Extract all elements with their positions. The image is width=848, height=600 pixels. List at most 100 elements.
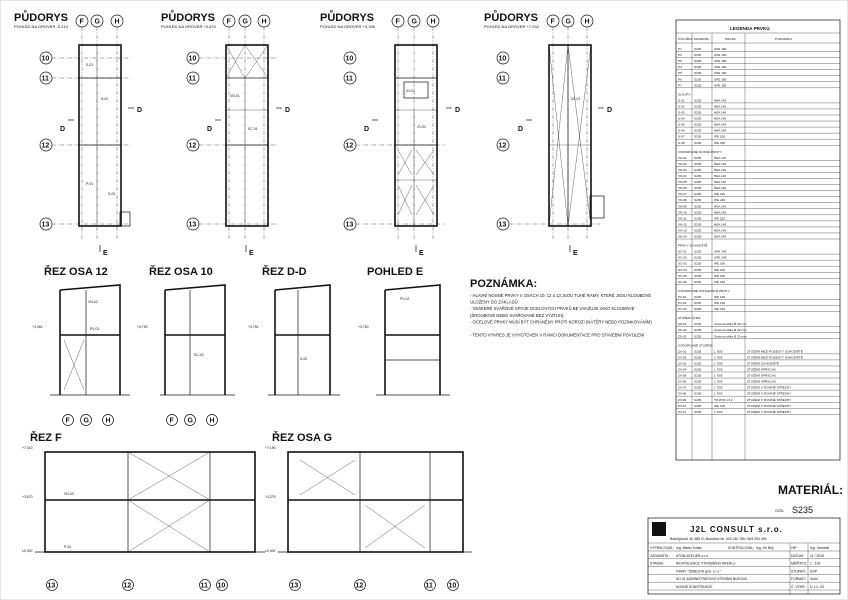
label-vn01: VN-01 <box>230 94 240 98</box>
company-address: Brandýsová 36, 685 01 Bučovice tel. 603 … <box>670 537 767 541</box>
section-mark-d: D <box>364 126 369 133</box>
legend-profile: HEA 140 <box>714 123 726 127</box>
title-block-value: 1 : 100 <box>810 562 820 566</box>
legend-item: P7 <box>678 83 682 87</box>
note-line: (ŠROUBOVÉ NEBO SVAŘOVANÉ BEZ VÝZTUH). <box>470 313 565 318</box>
company-name: J2L CONSULT s.r.o. <box>690 525 783 534</box>
legend-material: S235 <box>694 174 702 178</box>
legend-profile: HEA 140 <box>714 104 726 108</box>
legend-item: ZS-02 <box>678 328 687 332</box>
legend-item: S-02 <box>678 104 685 108</box>
section-f: +7,310 +3,670 ±0,000 VN-03 P-02 13 12 11… <box>22 446 265 591</box>
section-mark-e: E <box>573 250 578 257</box>
axis-13: 13 <box>48 583 56 590</box>
legend-material: S235 <box>694 398 702 402</box>
axis-g: G <box>243 19 249 26</box>
legend-material: S235 <box>694 307 702 311</box>
legend-item: ZV-05 <box>678 374 687 378</box>
legend-item: VN-09 <box>678 204 687 208</box>
legend-item: P3 <box>678 59 682 63</box>
plan-1: F G H 10 11 12 13 D D E S-01 S-02 P-01 S… <box>39 14 142 257</box>
legend-profile: UPE 180 <box>714 47 727 51</box>
legend-note: ZTUŽENÍ V ROVINĚ STŘECHY <box>747 397 791 402</box>
title-block-label: STUPEŇ: <box>791 569 806 573</box>
legend-profile: L 70/5 <box>714 410 723 414</box>
legend-profile: HEA 140 <box>714 168 726 172</box>
section-title-osa-10: ŘEZ OSA 10 <box>149 265 213 278</box>
legend-group-heading: VODOROVNÉ ZTUŽENÍ: <box>678 342 713 347</box>
notes-heading: POZNÁMKA: <box>470 277 537 290</box>
legend-profile: HEA 140 <box>714 162 726 166</box>
legend-material: S235 <box>694 386 702 390</box>
legend-item: SC-06 <box>678 280 687 284</box>
legend-item: S-05 <box>678 123 685 127</box>
axis-f: F <box>66 418 71 425</box>
axis-11: 11 <box>426 583 434 590</box>
label-zv02: ZV-02 <box>417 125 426 129</box>
legend-note: ZTUŽENÍ SCHODIŠTĚ <box>747 360 779 365</box>
legend-item: VN-07 <box>678 192 687 196</box>
legend-note: ZTUŽENÍ SPRSCHU <box>747 373 776 378</box>
legend-profile: UPE 180 <box>714 77 727 81</box>
legend-material: S235 <box>694 250 702 254</box>
legend-note: ZTUŽENÍ SPRSCHU <box>747 367 776 372</box>
legend-item: ZV-01 <box>678 349 687 353</box>
plan-2-subtitle: POHLED NA GROVER +3,670 <box>161 24 217 29</box>
axis-12: 12 <box>346 143 354 150</box>
legend-material: S235 <box>694 392 702 396</box>
legend-profile: HEA 140 <box>714 204 726 208</box>
axis-12: 12 <box>356 583 364 590</box>
legend-material: S235 <box>694 162 702 166</box>
legend-material: S235 <box>694 65 702 69</box>
axis-11: 11 <box>189 76 197 83</box>
legend-note: ZTUŽENÍ SPRSCHU <box>747 379 776 384</box>
title-block-label: STAVBA: <box>650 562 664 566</box>
axis-13: 13 <box>291 583 299 590</box>
title-block-label: MĚŘÍTKO: <box>791 561 807 566</box>
title-block-label: DATUM: <box>791 554 804 558</box>
axis-12: 12 <box>189 143 197 150</box>
legend-material: S235 <box>694 368 702 372</box>
axis-12: 12 <box>124 583 132 590</box>
legend-material: S235 <box>694 117 702 121</box>
title-block-value: REVITALIZACE VÝROBNÍHO AREÁLU <box>676 562 736 566</box>
section-mark-d: D <box>518 126 523 133</box>
legend-profile: IPE 160 <box>714 262 725 266</box>
title-block-value: NOSNÉ KONSTRUKCE <box>676 584 713 589</box>
legend-profile: UPE 180 <box>714 71 727 75</box>
title-block-value: Ing. Martin Kolka <box>676 546 702 550</box>
section-title-osa-g: ŘEZ OSA G <box>272 431 332 444</box>
section-mark-d: D <box>285 107 290 114</box>
axis-10: 10 <box>499 56 507 63</box>
legend-profile: L 70/5 <box>714 355 723 359</box>
legend-profile: HEA 140 <box>714 174 726 178</box>
axis-11: 11 <box>42 76 50 83</box>
legend-item: PV-01 <box>678 295 687 299</box>
legend-material: S235 <box>694 349 702 353</box>
legend-material: S235 <box>694 180 702 184</box>
label-vn03: VN-03 <box>64 492 74 496</box>
legend-item: VN-14 <box>678 235 687 239</box>
plan-3: F G H 10 11 12 13 D D E ZV-01 ZV-02 <box>343 14 460 257</box>
legend-profile: IPE 220 <box>714 216 725 220</box>
label-pv02: PV-02 <box>400 297 409 301</box>
section-title-f: ŘEZ F <box>30 431 62 444</box>
legend-material: S235 <box>694 216 702 220</box>
label-vn02: VN-02 <box>88 300 98 304</box>
plan-2: F G H 10 11 12 13 D D E VN-01 SC-01 <box>186 14 290 257</box>
legend-item: VN-10 <box>678 210 687 214</box>
label-s02: S-02 <box>101 97 108 101</box>
section-mark-e: E <box>249 250 254 257</box>
legend-group-heading: VODOROVNÉ NOSNÉ PRVKY: <box>678 149 722 154</box>
legend-material: S235 <box>694 168 702 172</box>
title-block-value: 3xA4 <box>810 577 818 581</box>
axis-f: F <box>396 19 401 26</box>
legend-material: S235 <box>694 47 702 51</box>
note-line: ULOŽENY DO ZÁKLADŮ. <box>470 300 519 305</box>
title-block-label: ZADAVATEL: <box>650 554 670 558</box>
legend-item: S-04 <box>678 117 685 121</box>
title-block-label: FORMÁT: <box>791 577 806 581</box>
legend-profile: L 70/5 <box>714 361 723 365</box>
legend-item: VN-12 <box>678 222 687 226</box>
